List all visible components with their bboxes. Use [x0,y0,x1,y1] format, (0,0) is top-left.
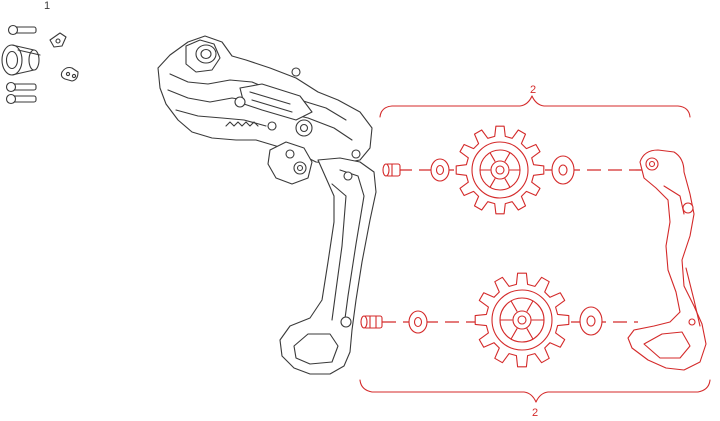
cage-inner-plate [627,149,707,371]
hardware-group: 1 [1,0,79,105]
upper-washer-right [551,155,575,185]
small-bolt-top [7,24,37,36]
lower-pulley-bolt [360,315,383,329]
callout-1: 1 [44,0,50,12]
lower-pulley-wheel [474,272,570,368]
bolt-lower [5,93,37,105]
upper-pulley-wheel [455,125,545,215]
pulley-set-group: 2 2 [359,84,711,419]
lower-washer-left [408,310,428,334]
upper-washer-left [430,158,450,182]
washer-pair [60,66,79,82]
group-2-bracket-top [379,95,691,118]
cable-clamp [49,32,67,48]
bolt-middle [5,81,37,93]
lower-washer-right [579,306,603,336]
cable-housing-nut [1,44,41,76]
derailleur-body [157,35,373,185]
callout-2-top: 2 [530,84,536,96]
upper-pulley-bolt [382,163,401,177]
callout-2-bottom: 2 [532,407,538,419]
group-2-bracket-bottom [359,379,711,403]
cage-outer-plate [279,157,377,375]
